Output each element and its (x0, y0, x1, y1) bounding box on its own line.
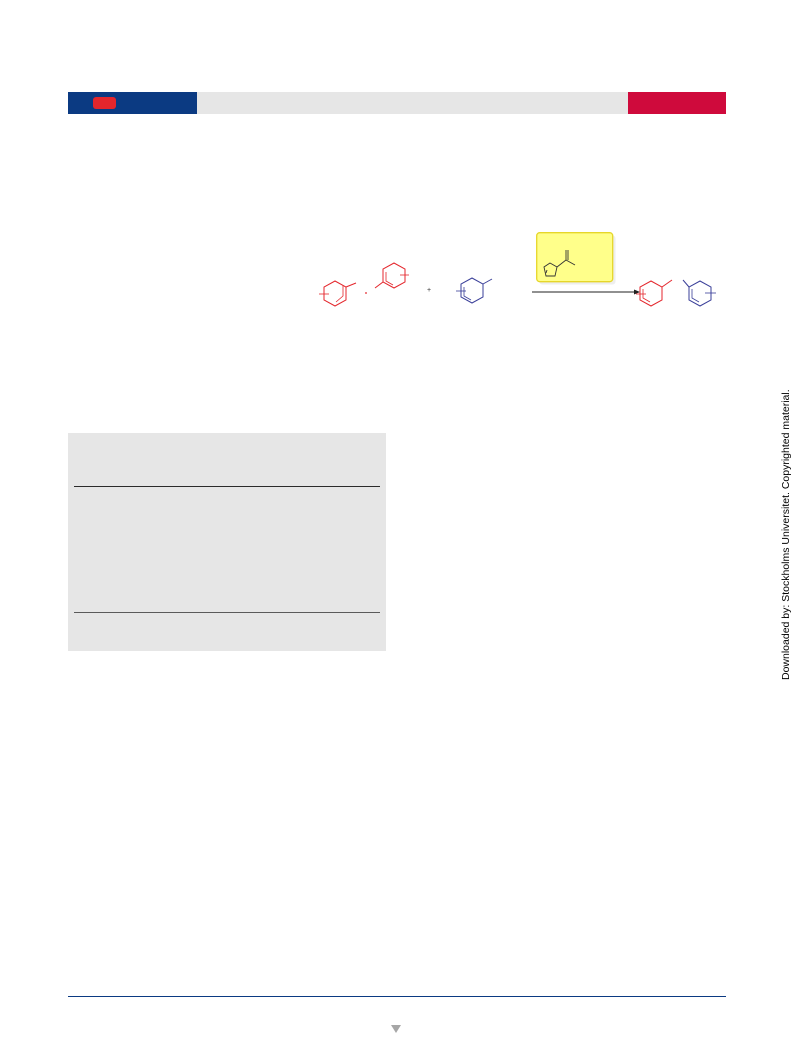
journal-header-bar (68, 92, 726, 114)
journal-header-left-block (68, 92, 197, 114)
catalyst-molecule (543, 250, 576, 277)
product-ring-red (636, 279, 673, 307)
catalyst-box-frame (536, 232, 614, 283)
footer-rule (68, 996, 726, 997)
journal-header-right-block (628, 92, 726, 114)
reaction-arrow (532, 289, 640, 295)
info-panel-rule-top (74, 486, 380, 487)
journal-logo-badge (93, 97, 116, 109)
product-ring-blue (682, 279, 716, 307)
info-panel (68, 433, 386, 651)
reactant-b-ring (456, 277, 493, 304)
catalyst-structure-box (536, 232, 616, 285)
reactant-a-ring-2 (374, 262, 409, 289)
reaction-scheme: + (319, 262, 716, 307)
triangle-down-icon[interactable] (390, 1024, 402, 1034)
reactant-a-ring-1 (319, 280, 357, 307)
reactant-a-dot (365, 292, 367, 294)
plus-sign: + (427, 287, 431, 294)
download-notice: Downloaded by: Stockholms Universitet. C… (780, 389, 792, 680)
info-panel-rule-bottom (74, 612, 380, 613)
